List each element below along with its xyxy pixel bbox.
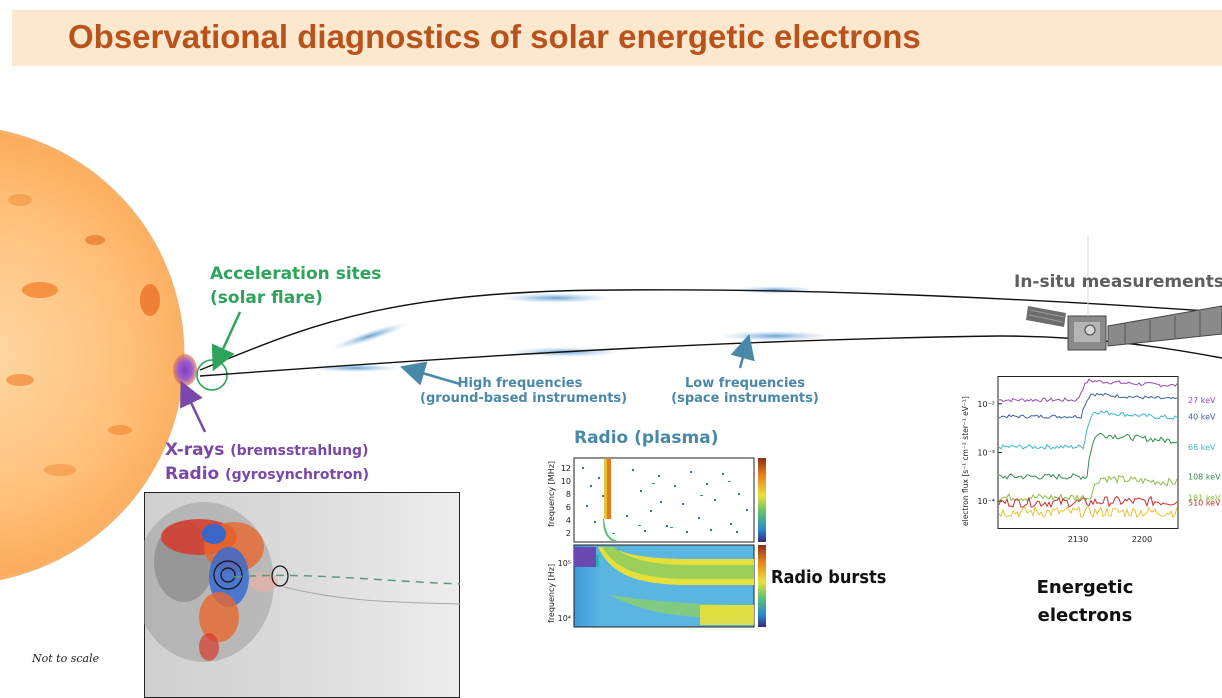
emission-arrow: [180, 380, 207, 433]
acceleration-sublabel: (solar flare): [210, 288, 323, 308]
high-frequency-arrow: [400, 361, 461, 386]
svg-text:10: 10: [561, 477, 571, 486]
svg-text:12: 12: [561, 464, 571, 473]
flux-y-tick: 10⁻³: [977, 449, 995, 458]
spacecraft-icon: [1026, 235, 1222, 351]
title-banner: [12, 10, 1222, 66]
svg-text:2: 2: [566, 529, 571, 538]
flux-series-line: [998, 392, 1178, 419]
flux-legend-label: 40 keV: [1188, 412, 1216, 421]
bottom-ylabel: frequency [Hz]: [547, 564, 556, 623]
flux-series-line: [998, 505, 1178, 519]
flux-ylabel: electron flux [s⁻¹ cm⁻² ster⁻¹ eV⁻¹]: [961, 396, 970, 526]
flux-legend-label: 181 keV: [1188, 493, 1221, 502]
acceleration-arrow: [211, 311, 242, 372]
flux-x-tick: 2130: [1068, 535, 1088, 544]
low-frequency-arrow: [730, 333, 755, 369]
sun: [0, 130, 185, 580]
radio-plasma-label: Radio (plasma): [574, 428, 719, 448]
bottom-tick-1e4: 10⁴: [558, 614, 571, 623]
insitu-label: In-situ measurements: [1014, 272, 1222, 292]
svg-text:8: 8: [566, 490, 571, 499]
flux-series-line: [998, 432, 1178, 481]
energetic-electrons-label: Energetic electrons: [1036, 577, 1134, 626]
flux-x-tick: 2200: [1132, 535, 1152, 544]
electron-beams: [310, 286, 830, 372]
flux-x-ticks: 2130 2200: [1068, 535, 1152, 544]
not-to-scale-note: Not to scale: [32, 652, 100, 665]
flare-image-inset: [144, 492, 460, 698]
diagram-canvas: [0, 130, 1222, 580]
flux-series-line: [998, 495, 1178, 509]
flux-legend-label: 108 keV: [1188, 473, 1221, 482]
field-line-upper: [199, 289, 1222, 371]
flux-legend-label: 510 keV: [1188, 498, 1221, 507]
high-frequency-label: High frequencies (ground-based instrumen…: [420, 376, 628, 406]
flux-series: [998, 378, 1178, 519]
field-line-lower: [199, 335, 1222, 377]
page-title: Observational diagnostics of solar energ…: [68, 18, 921, 55]
xrays-label: X-rays (bremsstrahlung): [165, 440, 369, 460]
top-ylabel: frequency [MHz]: [547, 461, 556, 527]
low-frequency-label: Low frequencies (space instruments): [671, 376, 819, 406]
flux-legend-label: 66 keV: [1188, 443, 1216, 452]
acceleration-label: Acceleration sites: [210, 264, 382, 284]
svg-text:4: 4: [566, 516, 571, 525]
radio-gyro-label: Radio (gyrosynchrotron): [165, 464, 370, 484]
svg-text:6: 6: [566, 503, 571, 512]
flare-site: [173, 354, 197, 386]
flux-series-line: [998, 378, 1178, 403]
bottom-tick-1e5: 10⁵: [558, 559, 571, 568]
radio-spectrogram: 12 10 8 6 4 2 frequency [MHz] 10⁵ 10⁴ fr…: [547, 457, 766, 628]
flux-y-tick: 10⁻²: [977, 400, 995, 409]
flux-series-line: [998, 410, 1178, 450]
flux-y-tick: 10⁻⁴: [977, 497, 995, 506]
top-ticks: 12 10 8 6 4 2: [561, 464, 571, 538]
radio-bursts-label: Radio bursts: [771, 567, 887, 588]
electron-flux-chart: electron flux [s⁻¹ cm⁻² ster⁻¹ eV⁻¹] 10⁻…: [961, 376, 1221, 544]
flux-legend-label: 27 keV: [1188, 396, 1216, 405]
